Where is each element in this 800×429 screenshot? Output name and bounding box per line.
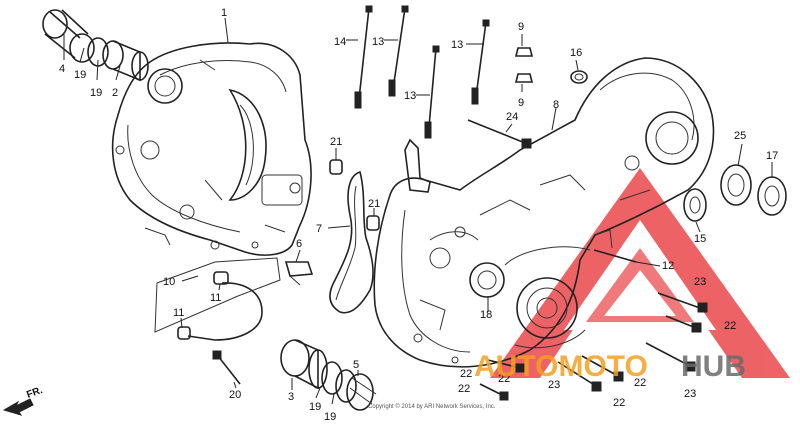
- right-crankcase: [373, 57, 715, 368]
- watermark-logo: [490, 168, 790, 378]
- stud-bolts: [354, 5, 490, 139]
- label-part-25: 25: [734, 130, 746, 142]
- label-part-14: 14: [334, 36, 346, 48]
- label-part-22: 22: [634, 377, 646, 389]
- leader-lines: [63, 17, 773, 405]
- label-part-19: 19: [74, 69, 86, 81]
- label-part-23: 23: [548, 379, 560, 391]
- label-part-13: 13: [451, 39, 463, 51]
- plug-6: [284, 261, 314, 286]
- label-part-13: 13: [404, 90, 416, 102]
- label-part-9: 9: [518, 97, 524, 109]
- label-part-22: 22: [498, 373, 510, 385]
- label-part-1: 1: [221, 7, 227, 19]
- label-part-24: 24: [506, 111, 518, 123]
- label-part-13: 13: [372, 36, 384, 48]
- label-part-3: 3: [288, 391, 294, 403]
- label-part-20: 20: [229, 389, 241, 401]
- watermark-brand-left: AUTOMOTO: [474, 350, 648, 383]
- label-part-22: 22: [460, 368, 472, 380]
- label-part-15: 15: [694, 233, 706, 245]
- label-part-19: 19: [309, 401, 321, 413]
- label-part-22: 22: [724, 320, 736, 332]
- direction-label: FR.: [25, 385, 44, 401]
- label-part-18: 18: [480, 309, 492, 321]
- label-part-6: 6: [296, 238, 302, 250]
- label-part-11: 11: [210, 292, 221, 304]
- crankcase-gasket: [329, 170, 374, 314]
- label-part-22: 22: [458, 383, 470, 395]
- label-part-7: 7: [316, 223, 322, 235]
- right-seal-assembly: [280, 339, 377, 411]
- label-part-23: 23: [684, 388, 696, 400]
- left-seal-assembly: [42, 9, 149, 82]
- front-direction-arrow: FR.: [2, 385, 44, 416]
- long-bolt-24: [467, 119, 532, 149]
- left-crankcase: [111, 42, 312, 256]
- label-part-16: 16: [570, 47, 582, 59]
- oil-pipe-assembly: [154, 257, 281, 385]
- label-part-4: 4: [59, 63, 65, 75]
- label-part-11: 11: [173, 307, 184, 319]
- label-part-19: 19: [90, 87, 102, 99]
- label-part-2: 2: [112, 87, 118, 99]
- label-part-21: 21: [368, 198, 380, 210]
- label-part-22: 22: [613, 397, 625, 409]
- label-part-8: 8: [553, 99, 559, 111]
- label-part-10: 10: [163, 276, 175, 288]
- watermark-brand-right: HUB: [681, 350, 746, 383]
- label-part-21: 21: [330, 136, 342, 148]
- label-part-19: 19: [324, 411, 336, 423]
- label-part-9: 9: [518, 21, 524, 33]
- bearings: [683, 164, 787, 222]
- plug-bolts: [514, 47, 588, 84]
- part-labels: 1 4 19 19 2 14 13 13 13 9 9 16 8 24 21 2…: [59, 7, 778, 423]
- label-part-12: 12: [662, 260, 674, 272]
- label-part-17: 17: [766, 150, 778, 162]
- label-part-23: 23: [694, 276, 706, 288]
- case-bolts: [479, 249, 708, 401]
- watermark-text: AUTOMOTO HUB: [474, 350, 746, 383]
- label-part-5: 5: [353, 359, 359, 371]
- copyright-notice: Copyright © 2014 by ARI Network Services…: [368, 403, 496, 410]
